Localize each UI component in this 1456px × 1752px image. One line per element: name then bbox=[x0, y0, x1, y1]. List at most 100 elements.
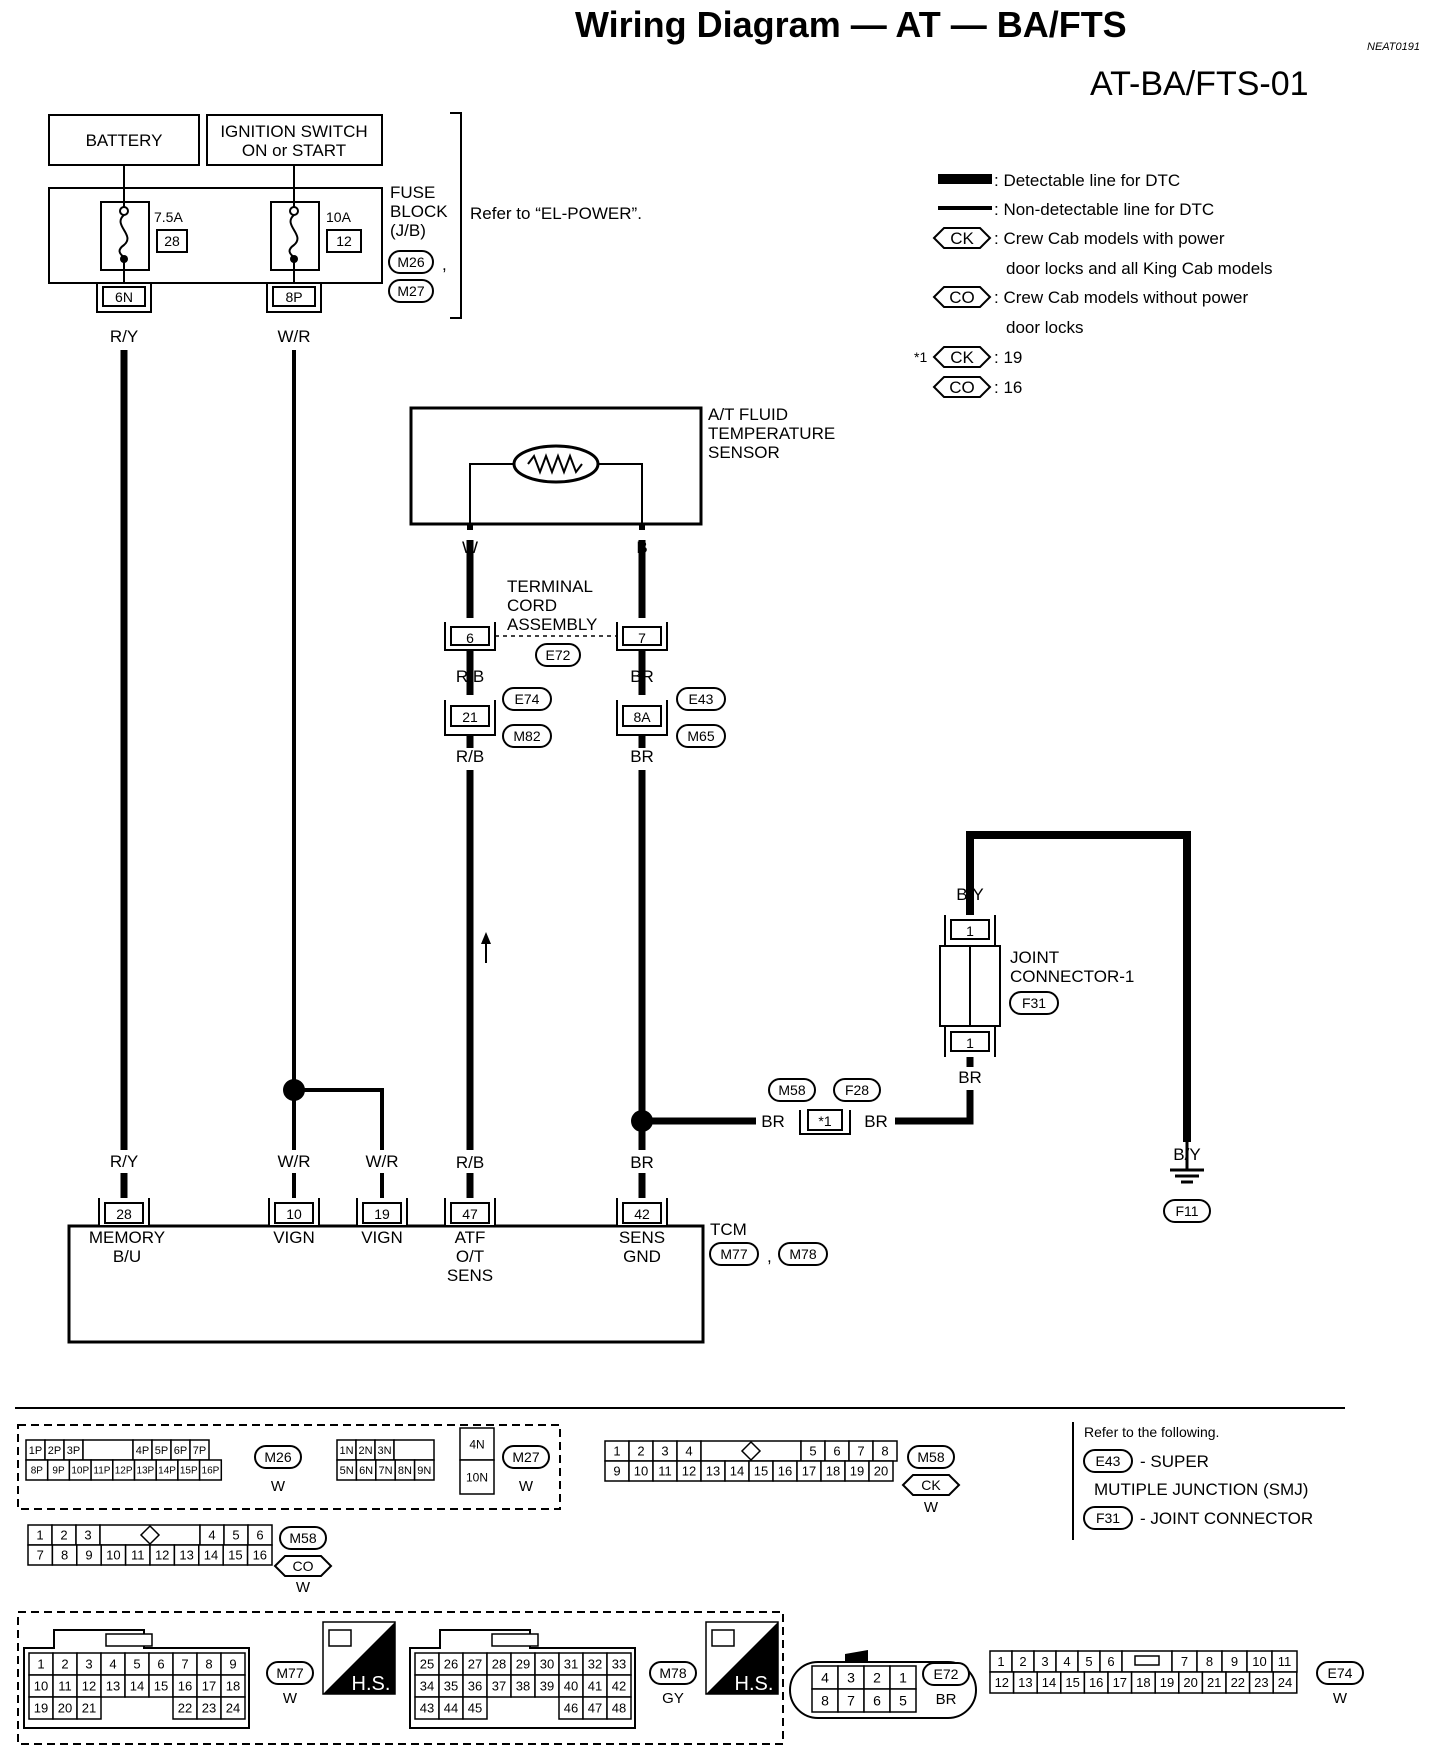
detectable-line-swatch bbox=[938, 174, 992, 184]
e72-pin-1: 1 bbox=[899, 1670, 907, 1686]
m26-pin-10P: 10P bbox=[71, 1466, 89, 1477]
m27-pin-4n: 4N bbox=[469, 1437, 484, 1451]
star1-ck-value: : 19 bbox=[994, 348, 1022, 367]
m78-pin-38: 38 bbox=[516, 1679, 530, 1694]
refer-note-line-1: Refer to the following. bbox=[1084, 1424, 1219, 1440]
conn-m58-tag: M58 bbox=[778, 1082, 805, 1098]
tcm-terminal-19: 19 bbox=[374, 1206, 390, 1222]
m78-pin-36: 36 bbox=[468, 1679, 482, 1694]
m58ck-pin-10: 10 bbox=[634, 1464, 648, 1479]
wire-label-br-6: BR bbox=[958, 1068, 982, 1087]
m58co-pin-5: 5 bbox=[232, 1528, 239, 1543]
m58co-pin-4: 4 bbox=[208, 1528, 215, 1543]
m77-pin-18: 18 bbox=[226, 1679, 240, 1694]
refer-smj-text: MUTIPLE JUNCTION (SMJ) bbox=[1094, 1480, 1308, 1499]
tcm-pin-memory-1: MEMORY bbox=[89, 1228, 165, 1247]
wire-label-by-1: B/Y bbox=[956, 885, 983, 904]
m26-pin-6P: 6P bbox=[174, 1445, 187, 1457]
m58co-pin-6: 6 bbox=[256, 1528, 263, 1543]
m58ck-pin-1: 1 bbox=[613, 1444, 620, 1459]
e72-id: E72 bbox=[934, 1666, 959, 1682]
m26-pin-4P: 4P bbox=[136, 1445, 149, 1457]
m58ck-pin-2: 2 bbox=[637, 1444, 644, 1459]
m58ck-pin-13: 13 bbox=[706, 1464, 720, 1479]
e72-pin-5: 5 bbox=[899, 1693, 907, 1709]
m58co-pin-3: 3 bbox=[84, 1528, 91, 1543]
wires: R/Y W/R R/Y W/R W/R W B R/B BR R/B BR R/… bbox=[110, 327, 1201, 1172]
m58ck-pin-5: 5 bbox=[809, 1444, 816, 1459]
m58ck-pin-17: 17 bbox=[802, 1464, 816, 1479]
e74-pin-23: 23 bbox=[1254, 1675, 1268, 1690]
e74-pin-24: 24 bbox=[1278, 1675, 1292, 1690]
e72-pin-8: 8 bbox=[821, 1693, 829, 1709]
tca-label-2: CORD bbox=[507, 596, 557, 615]
wire-label-wr-bottom-1: W/R bbox=[277, 1152, 310, 1171]
conn-e43-tag: E43 bbox=[689, 691, 714, 707]
m78-pin-45: 45 bbox=[468, 1701, 482, 1716]
key-diamond-icon bbox=[740, 1440, 762, 1462]
m27-pin-5N: 5N bbox=[340, 1465, 354, 1477]
tcm-label: TCM bbox=[710, 1220, 747, 1239]
e74-pin-5: 5 bbox=[1085, 1654, 1092, 1669]
m78-pin-43: 43 bbox=[420, 1701, 434, 1716]
wire-label-b: B bbox=[636, 538, 647, 557]
tcm-terminal-28: 28 bbox=[116, 1206, 132, 1222]
tcm-pin-memory-2: B/U bbox=[113, 1247, 141, 1266]
at-fluid-temp-sensor: A/T FLUID TEMPERATURE SENSOR bbox=[409, 405, 835, 530]
tcm-pin-atf-3: SENS bbox=[447, 1266, 493, 1285]
m77-pin-8: 8 bbox=[205, 1657, 212, 1672]
conn-m27-tag: M27 bbox=[397, 283, 424, 299]
e74-pin-19: 19 bbox=[1160, 1675, 1174, 1690]
e74-color: W bbox=[1333, 1690, 1348, 1707]
wire-label-br-4: BR bbox=[761, 1112, 785, 1131]
m26-pin-5P: 5P bbox=[155, 1445, 168, 1457]
m77-pin-1: 1 bbox=[37, 1657, 44, 1672]
ck-tag: CK bbox=[950, 229, 974, 248]
m78-id: M78 bbox=[659, 1665, 686, 1681]
m27-pin-6N: 6N bbox=[359, 1465, 373, 1477]
refer-el-power: Refer to “EL-POWER”. bbox=[470, 204, 642, 223]
m26-id: M26 bbox=[264, 1449, 291, 1465]
m26-pin-13P: 13P bbox=[136, 1466, 154, 1477]
e74-pin-10: 10 bbox=[1252, 1654, 1266, 1669]
conn-m82-tag: M82 bbox=[513, 728, 540, 744]
ignition-label-1: IGNITION SWITCH bbox=[220, 122, 367, 141]
signal-arrow-icon bbox=[481, 932, 491, 944]
wire-by bbox=[966, 831, 1191, 1142]
e74-pin-8: 8 bbox=[1206, 1654, 1213, 1669]
dashed-group-m77-m78 bbox=[17, 1611, 784, 1745]
m58ck-pin-7: 7 bbox=[857, 1444, 864, 1459]
e74-pin-7: 7 bbox=[1181, 1654, 1188, 1669]
legend-ck-desc-2: door locks and all King Cab models bbox=[1006, 259, 1272, 278]
wire-label-wr-top: W/R bbox=[277, 327, 310, 346]
m78-pin-31: 31 bbox=[564, 1657, 578, 1672]
m77-pin-24: 24 bbox=[226, 1701, 240, 1716]
tcm-pin-sensgnd-2: GND bbox=[623, 1247, 661, 1266]
joint-connector-1: 1 1 JOINT CONNECTOR-1 F31 M58 F28 *1 F11 bbox=[768, 902, 1211, 1223]
m77-pin-23: 23 bbox=[202, 1701, 216, 1716]
m58co-pin-11: 11 bbox=[131, 1548, 145, 1563]
m77-pin-20: 20 bbox=[58, 1701, 72, 1716]
e74-pin-4: 4 bbox=[1063, 1654, 1070, 1669]
m26-pin-3P: 3P bbox=[67, 1445, 80, 1457]
page-title: Wiring Diagram — AT — BA/FTS bbox=[575, 4, 1127, 45]
m58co-tag: CO bbox=[293, 1558, 314, 1574]
m58co-id: M58 bbox=[289, 1530, 316, 1546]
m58ck-pin-11: 11 bbox=[658, 1464, 672, 1479]
m77-pin-12: 12 bbox=[82, 1679, 96, 1694]
e74-pin-3: 3 bbox=[1041, 1654, 1048, 1669]
tca-label-3: ASSEMBLY bbox=[507, 615, 597, 634]
m58co-pin-16: 16 bbox=[253, 1548, 267, 1563]
star1-ck-shape bbox=[932, 346, 992, 368]
e74-pin-17: 17 bbox=[1113, 1675, 1127, 1690]
tcm-terminal-47: 47 bbox=[462, 1206, 478, 1222]
fuse-block-label-2: BLOCK bbox=[390, 202, 448, 221]
m26-pin-12P: 12P bbox=[115, 1466, 133, 1477]
co-tag-shape bbox=[932, 286, 992, 308]
m78-pin-35: 35 bbox=[444, 1679, 458, 1694]
m78-pin-46: 46 bbox=[564, 1701, 578, 1716]
legend-ck-desc-1: : Crew Cab models with power bbox=[994, 229, 1225, 248]
star1-connector: *1 bbox=[818, 1113, 831, 1129]
tca-terminal-7: 7 bbox=[638, 630, 646, 646]
e74-pin-13: 13 bbox=[1018, 1675, 1032, 1690]
